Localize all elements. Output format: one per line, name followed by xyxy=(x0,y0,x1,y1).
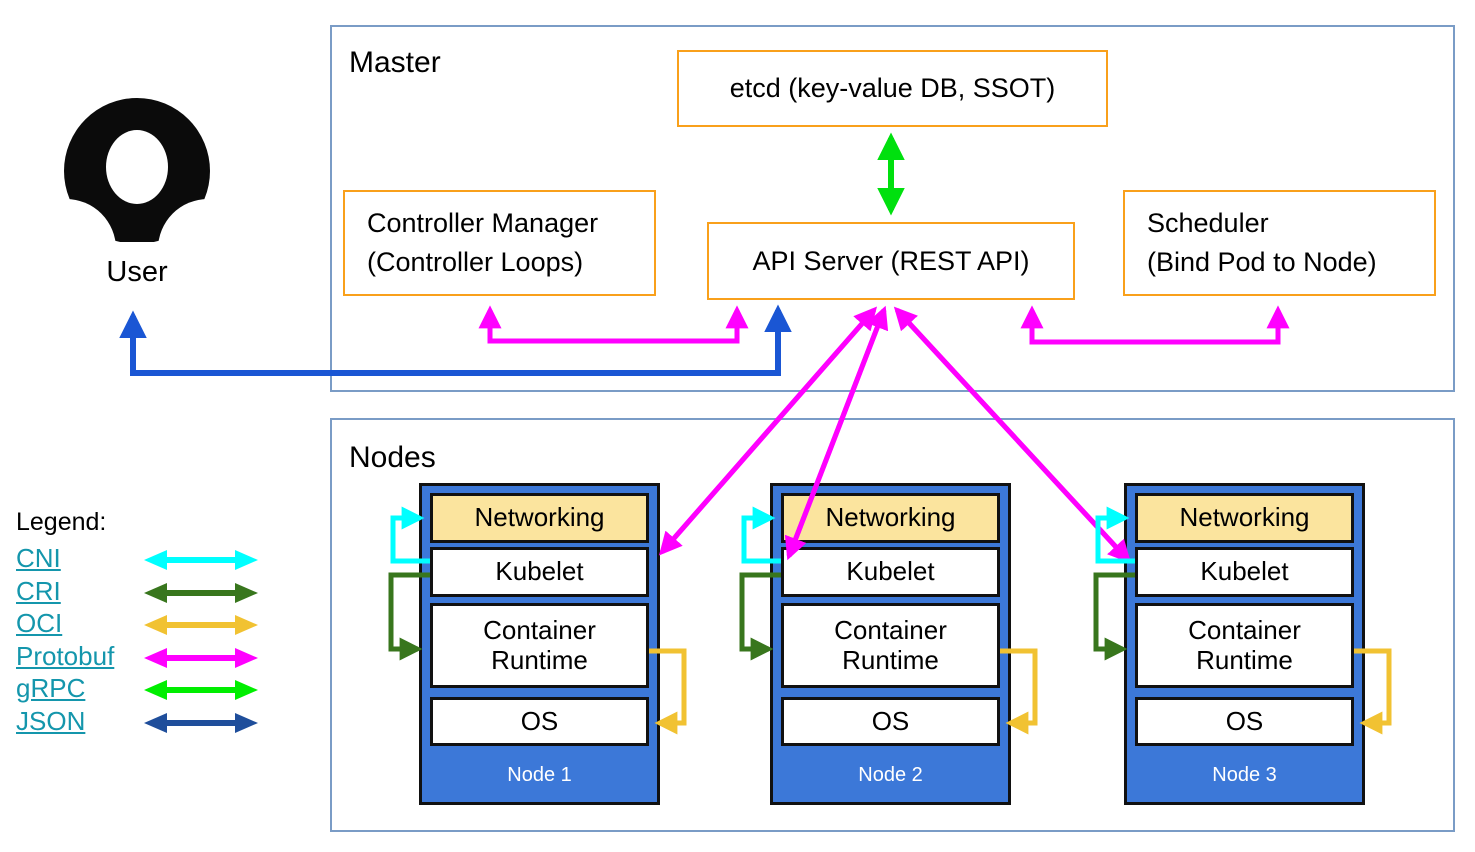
legend-link-cri[interactable]: CRI xyxy=(16,575,61,606)
node-1: Networking Kubelet Container Runtime OS … xyxy=(419,483,660,805)
node1-kubelet-label: Kubelet xyxy=(495,556,584,587)
legend-link-oci[interactable]: OCI xyxy=(16,608,63,638)
node2-kubelet-label: Kubelet xyxy=(846,556,935,587)
node2-name: Node 2 xyxy=(858,764,923,786)
node1-container-runtime-label: Container Runtime xyxy=(483,614,596,675)
scheduler-label-line2: (Bind Pod to Node) xyxy=(1147,247,1377,277)
legend-row-grpc: gRPC xyxy=(16,673,286,706)
user-label: User xyxy=(106,256,168,288)
node3-networking-layer: Networking xyxy=(1135,493,1354,543)
node3-os-layer: OS xyxy=(1135,697,1354,746)
legend-row-json: JSON xyxy=(16,706,286,739)
legend-link-json[interactable]: JSON xyxy=(16,705,86,736)
controller-manager-label-line2: (Controller Loops) xyxy=(367,247,584,277)
node1-container-runtime-layer: Container Runtime xyxy=(430,603,649,688)
node2-os-layer: OS xyxy=(781,697,1000,746)
node2-kubelet-layer: Kubelet xyxy=(781,547,1000,597)
grpc-legend-arrow xyxy=(144,680,258,700)
legend-row-cri: CRI xyxy=(16,576,286,609)
legend: Legend: CNI CRI OCI xyxy=(16,508,286,738)
legend-title: Legend: xyxy=(16,508,107,536)
node3-networking-label: Networking xyxy=(1179,502,1310,533)
nodes-section-label: Nodes xyxy=(349,441,436,474)
cri-legend-arrow xyxy=(144,582,258,603)
scheduler-label-line1: Scheduler xyxy=(1147,207,1269,238)
master-section-label: Master xyxy=(349,46,441,79)
node3-container-runtime-layer: Container Runtime xyxy=(1135,603,1354,688)
node3-container-runtime-label: Container Runtime xyxy=(1188,614,1301,675)
node1-networking-label: Networking xyxy=(474,502,605,533)
node3-kubelet-label: Kubelet xyxy=(1200,556,1289,587)
node-3: Networking Kubelet Container Runtime OS … xyxy=(1124,483,1365,805)
api-server-box: API Server (REST API) xyxy=(707,222,1075,300)
node1-os-layer: OS xyxy=(430,697,649,746)
node3-name: Node 3 xyxy=(1212,764,1277,786)
node-2: Networking Kubelet Container Runtime OS … xyxy=(770,483,1011,805)
controller-manager-box: Controller Manager (Controller Loops) xyxy=(343,190,656,296)
node1-kubelet-layer: Kubelet xyxy=(430,547,649,597)
legend-row-protobuf: Protobuf xyxy=(16,641,286,674)
node2-container-runtime-layer: Container Runtime xyxy=(781,603,1000,688)
legend-link-grpc[interactable]: gRPC xyxy=(16,673,86,703)
protobuf-legend-arrow xyxy=(144,647,258,668)
etcd-box: etcd (key-value DB, SSOT) xyxy=(677,50,1108,127)
etcd-label: etcd (key-value DB, SSOT) xyxy=(729,73,1056,103)
node2-networking-layer: Networking xyxy=(781,493,1000,543)
json-legend-arrow xyxy=(144,712,258,733)
node2-container-runtime-label: Container Runtime xyxy=(834,614,947,675)
node3-kubelet-layer: Kubelet xyxy=(1135,547,1354,597)
node1-networking-layer: Networking xyxy=(430,493,649,543)
legend-row-oci: OCI xyxy=(16,608,286,641)
api-server-label: API Server (REST API) xyxy=(752,245,1030,276)
node1-name: Node 1 xyxy=(507,764,572,786)
scheduler-box: Scheduler (Bind Pod to Node) xyxy=(1123,190,1436,296)
node3-os-label: OS xyxy=(1225,705,1264,736)
legend-row-cni: CNI xyxy=(16,543,286,576)
cni-legend-arrow xyxy=(144,550,258,570)
legend-link-cni[interactable]: CNI xyxy=(16,543,61,573)
oci-legend-arrow xyxy=(144,615,258,635)
node2-os-label: OS xyxy=(871,705,910,736)
controller-manager-label-line1: Controller Manager xyxy=(367,207,599,238)
node2-networking-label: Networking xyxy=(825,502,956,533)
node1-os-label: OS xyxy=(520,705,559,736)
legend-link-protobuf[interactable]: Protobuf xyxy=(16,640,115,671)
user-icon xyxy=(62,98,212,247)
